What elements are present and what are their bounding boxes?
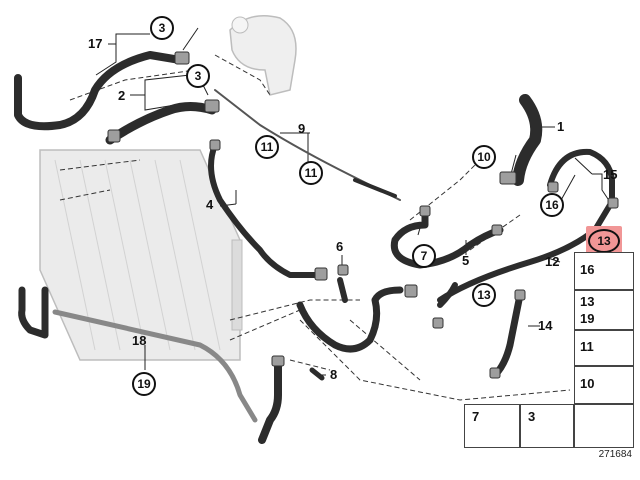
legend-number: 13 [580,294,595,309]
legend-cell-10: 10 [574,366,634,404]
callout-3-lower: 3 [186,64,210,88]
legend-cell-3: 3 [520,404,574,448]
callout-14: 14 [538,318,553,333]
callout-8: 8 [330,367,338,382]
callout-1: 1 [557,119,565,134]
radiator [39,149,243,361]
callout-9: 9 [298,121,306,136]
legend-cell-16: 16 [574,252,634,290]
legend-cell-13-19: 13 19 [574,290,634,330]
legend-number: 3 [528,409,536,424]
expansion-tank [229,15,297,96]
reference-number: 271684 [598,449,632,460]
hoses [14,51,615,444]
legend-number: 10 [580,376,595,391]
callout-5: 5 [462,253,470,268]
callout-7: 7 [412,244,436,268]
callout-3-top: 3 [150,16,174,40]
callout-16: 16 [540,193,564,217]
callout-17: 17 [88,36,103,51]
legend-cell-11: 11 [574,330,634,366]
callout-13-lower: 13 [472,283,496,307]
callout-4: 4 [206,197,214,212]
callout-11-lower: 11 [299,161,323,185]
callout-19: 19 [132,372,156,396]
legend-number: 11 [580,339,594,354]
dashed-leaders [59,54,571,401]
callout-10: 10 [472,145,496,169]
callout-2: 2 [118,88,126,103]
callout-13-highlighted: 13 [588,229,620,253]
callout-15: 15 [603,167,618,182]
legend-number: 19 [580,311,595,326]
callout-18: 18 [132,333,147,348]
callout-11-upper: 11 [255,135,279,159]
fittings [107,51,619,379]
legend-number: 7 [472,409,480,424]
legend-cell-7: 7 [464,404,520,448]
callout-6: 6 [336,239,344,254]
legend-cell-arrow [574,404,634,448]
callout-12: 12 [545,254,560,269]
legend-number: 16 [580,262,595,277]
